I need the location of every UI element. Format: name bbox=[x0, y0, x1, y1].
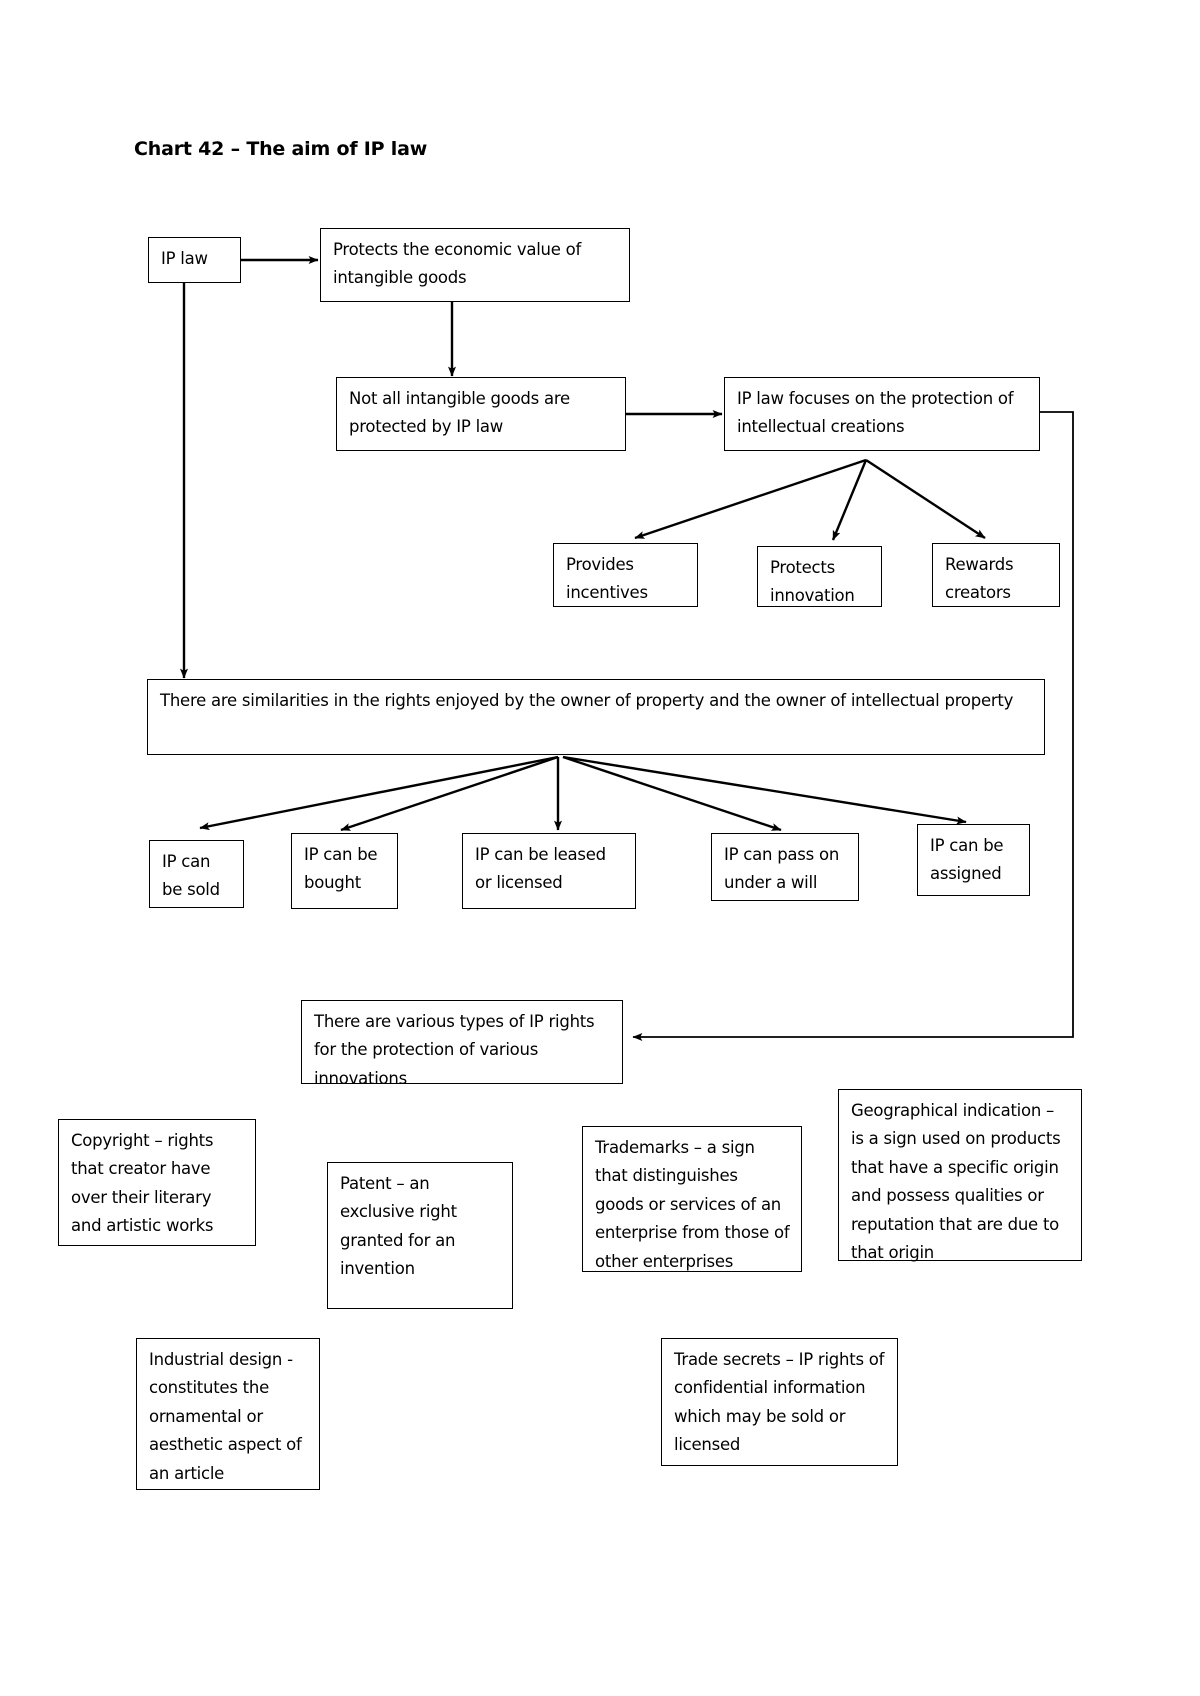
node-patent[interactable]: Patent – an exclusive right granted for … bbox=[327, 1162, 513, 1309]
node-protects-innovation[interactable]: Protects innovation bbox=[757, 546, 882, 607]
node-trade-secrets[interactable]: Trade secrets – IP rights of confidentia… bbox=[661, 1338, 898, 1466]
node-ip-can-be-bought[interactable]: IP can be bought bbox=[291, 833, 398, 909]
node-ip-law-focuses[interactable]: IP law focuses on the protection of inte… bbox=[724, 377, 1040, 451]
node-ip-can-be-leased[interactable]: IP can be leased or licensed bbox=[462, 833, 636, 909]
node-similarities-in-rights[interactable]: There are similarities in the rights enj… bbox=[147, 679, 1045, 755]
node-protects-economic-value[interactable]: Protects the economic value of intangibl… bbox=[320, 228, 630, 302]
node-copyright[interactable]: Copyright – rights that creator have ove… bbox=[58, 1119, 256, 1246]
node-rewards-creators[interactable]: Rewards creators bbox=[932, 543, 1060, 607]
node-ip-law[interactable]: IP law bbox=[148, 237, 241, 283]
node-not-all-intangible-goods[interactable]: Not all intangible goods are protected b… bbox=[336, 377, 626, 451]
node-geographical-indication[interactable]: Geographical indication – is a sign used… bbox=[838, 1089, 1082, 1262]
node-ip-can-pass-on-under-will[interactable]: IP can pass on under a will bbox=[711, 833, 859, 901]
node-trademarks[interactable]: Trademarks – a sign that distinguishes g… bbox=[582, 1126, 802, 1272]
node-industrial-design[interactable]: Industrial design - constitutes the orna… bbox=[136, 1338, 320, 1490]
node-provides-incentives[interactable]: Provides incentives bbox=[553, 543, 698, 607]
node-ip-can-be-assigned[interactable]: IP can be assigned bbox=[917, 824, 1030, 896]
page-title: Chart 42 – The aim of IP law bbox=[134, 138, 428, 160]
node-various-types-of-ip-rights[interactable]: There are various types of IP rights for… bbox=[301, 1000, 623, 1088]
node-ip-can-be-sold[interactable]: IP can be sold bbox=[149, 840, 244, 908]
